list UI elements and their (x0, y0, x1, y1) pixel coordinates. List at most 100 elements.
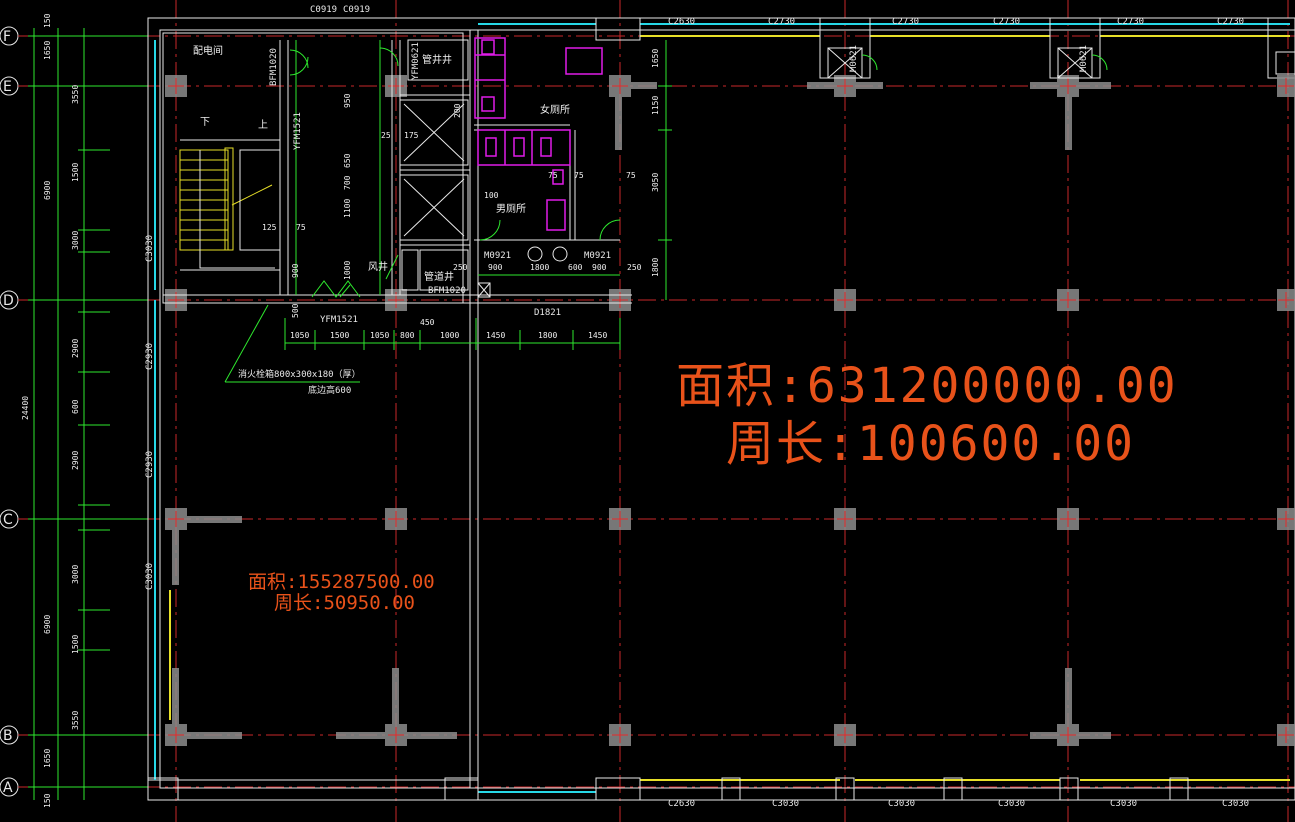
svg-text:6900: 6900 (43, 615, 52, 634)
core-dimension-labels: 1050 1500 1050 800 1000 1450 1800 1450 4… (262, 49, 660, 340)
svg-text:C0919: C0919 (310, 5, 337, 15)
core-walls (162, 32, 1295, 304)
svg-text:800: 800 (400, 331, 415, 340)
svg-text:F: F (3, 29, 11, 45)
svg-text:上: 上 (258, 119, 268, 131)
svg-text:600: 600 (71, 399, 80, 414)
svg-text:1800: 1800 (538, 331, 557, 340)
window-strips (154, 23, 1290, 793)
svg-text:C2730: C2730 (1117, 17, 1144, 27)
svg-text:下: 下 (200, 117, 210, 128)
grid-axis-markers: F E D C B A (0, 26, 19, 797)
svg-text:面积:155287500.00: 面积:155287500.00 (248, 571, 435, 593)
svg-text:2900: 2900 (71, 451, 80, 470)
svg-text:650: 650 (343, 153, 352, 168)
room-labels: 配电间 管井井 女厕所 男厕所 风井 管道井 下 上 (193, 44, 570, 283)
svg-text:200: 200 (453, 103, 462, 118)
svg-text:150: 150 (43, 793, 52, 808)
svg-text:周长:100600.00: 周长:100600.00 (726, 416, 1135, 472)
svg-text:150: 150 (43, 13, 52, 28)
svg-text:75: 75 (296, 223, 306, 232)
svg-text:1650: 1650 (43, 41, 52, 60)
svg-text:风井: 风井 (368, 260, 388, 273)
svg-text:1500: 1500 (71, 163, 80, 182)
svg-text:1650: 1650 (43, 749, 52, 768)
svg-text:消火栓箱800x300x180（厚）: 消火栓箱800x300x180（厚） (238, 368, 361, 380)
svg-text:900: 900 (488, 263, 503, 272)
beam-stubs (172, 82, 1111, 739)
svg-text:YFM0621: YFM0621 (411, 42, 421, 80)
window-labels-bottom: C2630 C3030 C3030 C3030 C3030 C3030 (668, 799, 1249, 809)
svg-text:1450: 1450 (588, 331, 607, 340)
svg-text:M0921: M0921 (484, 251, 511, 261)
svg-text:男厕所: 男厕所 (496, 203, 526, 215)
svg-text:1650: 1650 (651, 49, 660, 68)
svg-text:6900: 6900 (43, 181, 52, 200)
column-crosses (168, 78, 1294, 743)
fire-hydrant-annotation: 消火栓箱800x300x180（厚） 底边高600 (224, 304, 361, 396)
staircase (179, 147, 273, 251)
axis-marker-f: F (0, 26, 19, 46)
svg-text:YFM1521: YFM1521 (293, 112, 303, 150)
svg-text:M0621: M0621 (1079, 45, 1089, 72)
svg-text:250: 250 (453, 263, 468, 272)
left-dimension-labels: 1650 3550 6900 1500 3000 2900 600 2900 2… (21, 13, 80, 808)
svg-text:C3030: C3030 (1222, 799, 1249, 809)
axis-marker-c: C (0, 509, 19, 529)
svg-text:1500: 1500 (71, 635, 80, 654)
svg-text:A: A (3, 780, 13, 796)
svg-text:175: 175 (404, 131, 419, 140)
svg-text:配电间: 配电间 (193, 44, 223, 57)
svg-text:C2930: C2930 (145, 451, 155, 478)
svg-text:面积:631200000.00: 面积:631200000.00 (676, 358, 1178, 414)
svg-text:600: 600 (568, 263, 583, 272)
svg-text:3000: 3000 (71, 231, 80, 250)
svg-text:D: D (3, 293, 14, 309)
svg-text:C2730: C2730 (1217, 17, 1244, 27)
svg-text:24400: 24400 (21, 396, 30, 420)
svg-text:25: 25 (381, 131, 391, 140)
svg-text:3000: 3000 (71, 565, 80, 584)
svg-text:950: 950 (343, 93, 352, 108)
svg-text:2900: 2900 (71, 339, 80, 358)
svg-text:BFM1020: BFM1020 (428, 286, 466, 296)
svg-text:YFM1521: YFM1521 (320, 315, 358, 325)
svg-text:C3030: C3030 (145, 563, 155, 590)
core-dimension-lines (284, 40, 672, 350)
svg-text:BFM1020: BFM1020 (269, 48, 279, 86)
svg-text:75: 75 (548, 171, 558, 180)
svg-text:3050: 3050 (651, 173, 660, 192)
svg-text:1800: 1800 (530, 263, 549, 272)
svg-text:B: B (3, 728, 13, 744)
columns (165, 75, 1295, 746)
svg-text:管道井: 管道井 (424, 270, 454, 283)
svg-text:75: 75 (574, 171, 584, 180)
left-dimension-chain (28, 28, 148, 800)
svg-text:1100: 1100 (343, 199, 352, 218)
svg-text:900: 900 (592, 263, 607, 272)
svg-text:C3030: C3030 (1110, 799, 1137, 809)
svg-text:1050: 1050 (370, 331, 389, 340)
stair-outline (199, 149, 281, 269)
svg-text:75: 75 (626, 171, 636, 180)
svg-text:C3030: C3030 (772, 799, 799, 809)
svg-text:E: E (3, 79, 12, 95)
svg-text:1150: 1150 (651, 96, 660, 115)
svg-text:700: 700 (343, 175, 352, 190)
svg-text:M0621: M0621 (849, 45, 859, 72)
svg-text:3550: 3550 (71, 85, 80, 104)
axis-marker-d: D (0, 290, 19, 310)
svg-text:900: 900 (291, 263, 300, 278)
svg-text:450: 450 (420, 318, 435, 327)
svg-text:管井井: 管井井 (422, 53, 452, 66)
svg-text:1450: 1450 (486, 331, 505, 340)
door-swings (289, 47, 1108, 298)
svg-text:C3030: C3030 (998, 799, 1025, 809)
svg-text:C: C (3, 512, 13, 528)
svg-text:M0921: M0921 (584, 251, 611, 261)
svg-text:1000: 1000 (343, 261, 352, 280)
svg-text:1000: 1000 (440, 331, 459, 340)
axis-marker-b: B (0, 725, 19, 745)
svg-text:C2730: C2730 (768, 17, 795, 27)
